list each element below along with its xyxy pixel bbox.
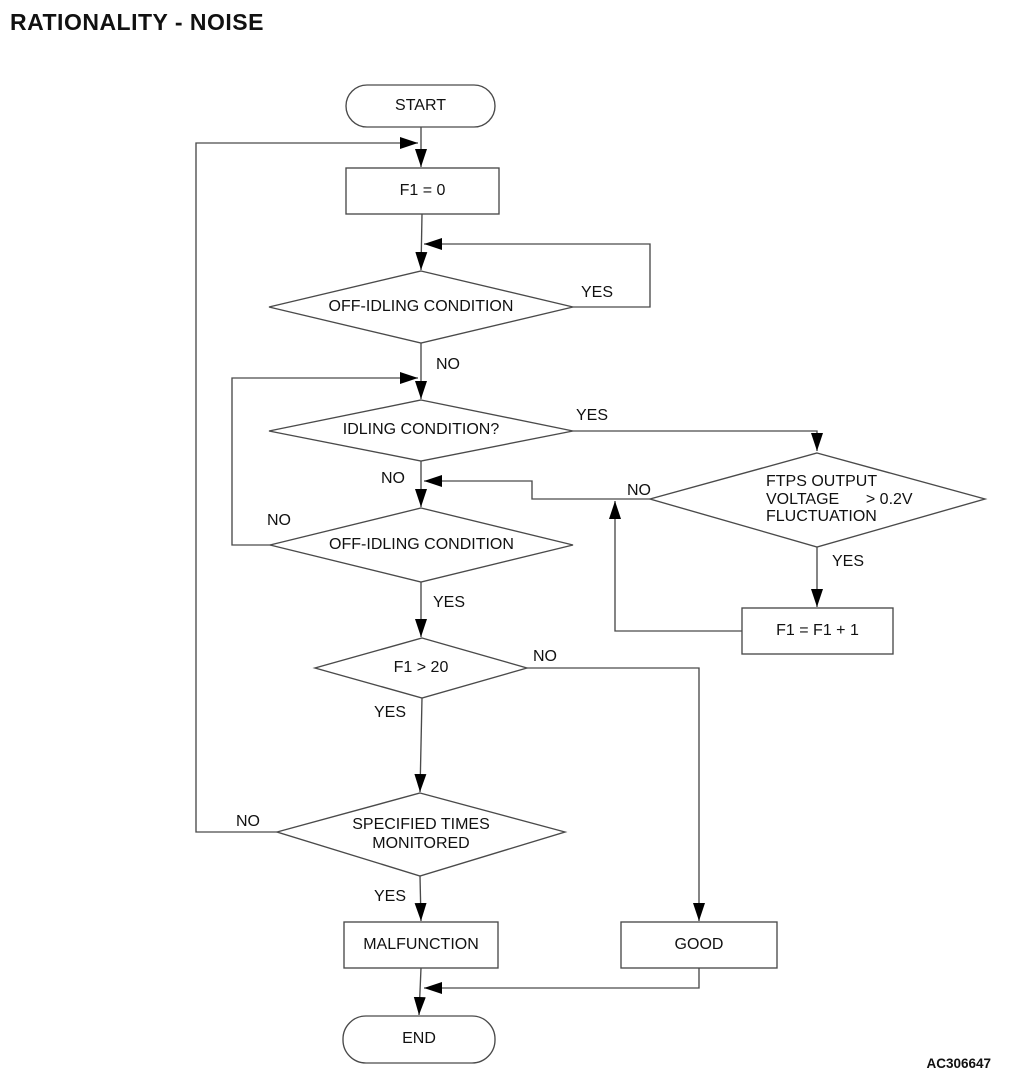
process-init xyxy=(345,167,500,215)
edge-label-off-idling-1-no: NO xyxy=(436,356,460,373)
edge-label-off-idling-2-yes: YES xyxy=(433,594,466,611)
terminator-end-label: END xyxy=(402,1030,436,1048)
edge-label-idling-no: NO xyxy=(381,470,405,487)
decision-idling-label: IDLING CONDITION? xyxy=(342,421,500,439)
edge-off-idling-2-no-loop xyxy=(231,372,418,546)
terminator-start-label: START xyxy=(395,96,446,114)
decision-ftps-label: FTPS OUTPUT VOLTAGE > 0.2V FLUCTUATION xyxy=(766,473,926,527)
edge-good-to-end xyxy=(424,968,700,994)
edge-init-to-off-idling-1 xyxy=(415,213,428,271)
process-increment-label: F1 = F1 + 1 xyxy=(776,621,859,639)
process-good-label: GOOD xyxy=(674,935,724,953)
edge-label-idling-yes: YES xyxy=(576,407,609,424)
edge-label-off-idling-1-yes: YES xyxy=(581,284,614,301)
edge-specified-times-no-loop xyxy=(195,137,418,833)
edge-idling-yes xyxy=(573,430,823,451)
edge-label-f1-gt-20-no: NO xyxy=(533,648,557,665)
process-malfunction xyxy=(343,921,499,969)
decision-off-idling-2-label: OFF-IDLING CONDITION xyxy=(329,535,514,553)
edge-label-ftps-yes: YES xyxy=(832,553,865,570)
edge-label-f1-gt-20-yes: YES xyxy=(374,704,407,721)
decision-ftps-line1: FTPS OUTPUT xyxy=(766,473,878,490)
decision-ftps-line3: FLUCTUATION xyxy=(766,508,877,525)
figure-code: AC306647 xyxy=(926,1056,991,1071)
decision-specified-times-label: SPECIFIED TIMES MONITORED xyxy=(277,793,565,876)
edge-increment-return xyxy=(609,501,742,632)
edge-label-off-idling-2-no: NO xyxy=(267,512,291,529)
terminator-end xyxy=(342,1015,496,1064)
page-title: RATIONALITY - NOISE xyxy=(10,9,264,35)
edge-label-ftps-no: NO xyxy=(627,482,651,499)
edge-specified-times-yes xyxy=(414,875,427,922)
decision-specified-times-line2: MONITORED xyxy=(372,834,470,852)
edge-f1-gt-20-yes xyxy=(414,697,427,793)
decision-off-idling-1-label: OFF-IDLING CONDITION xyxy=(328,297,514,315)
decision-specified-times-line1: SPECIFIED TIMES xyxy=(352,816,490,833)
decision-ftps-line2: VOLTAGE > 0.2V xyxy=(766,490,913,508)
edge-label-specified-times-no: NO xyxy=(236,813,260,830)
edge-ftps-no xyxy=(424,475,650,500)
decision-f1-gt-20-label: F1 > 20 xyxy=(393,658,449,676)
edge-malfunction-to-end xyxy=(413,967,426,1016)
edge-off-idling-1-yes-loop xyxy=(424,238,651,308)
edge-f1-gt-20-no xyxy=(527,667,705,921)
process-good xyxy=(620,921,778,969)
process-increment xyxy=(741,607,894,655)
edge-label-specified-times-yes: YES xyxy=(374,888,407,905)
process-init-label: F1 = 0 xyxy=(399,181,446,199)
process-malfunction-label: MALFUNCTION xyxy=(363,935,479,953)
